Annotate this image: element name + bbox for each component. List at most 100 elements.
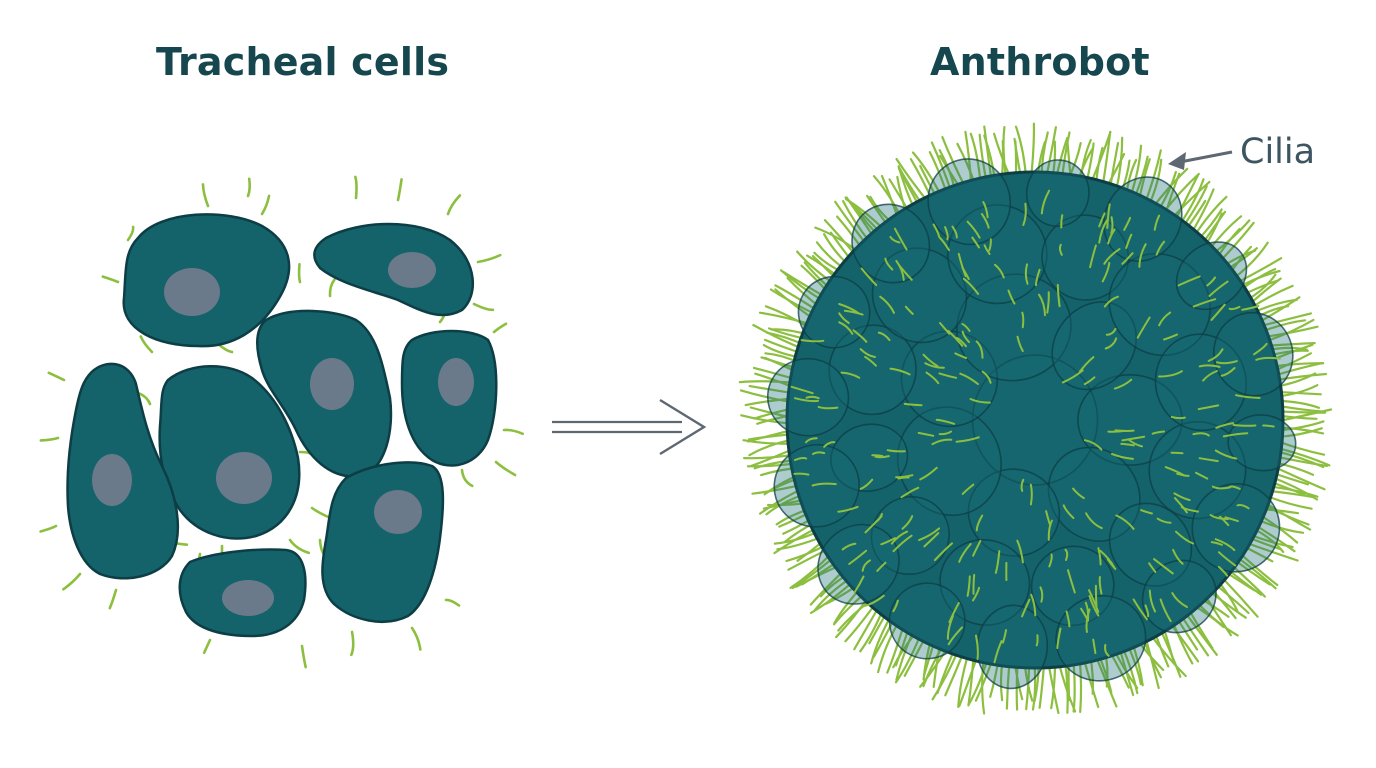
cilium: [838, 312, 850, 324]
cilium: [1056, 627, 1062, 650]
cilium: [1208, 280, 1229, 297]
cilium: [1232, 424, 1257, 427]
anthrobot-cell: [797, 275, 871, 349]
cilium: [476, 253, 502, 264]
cilium: [1097, 547, 1102, 566]
cilium: [39, 436, 60, 442]
cilium: [874, 455, 890, 459]
cilium: [938, 372, 958, 379]
anthrobot-cell: [871, 247, 968, 344]
cilium: [1079, 356, 1095, 373]
anthrobot-cell: [967, 468, 1061, 557]
cilium: [880, 537, 896, 546]
cilium: [823, 441, 836, 448]
cilium: [444, 598, 461, 607]
cilium: [1072, 487, 1085, 500]
cilium: [396, 178, 403, 202]
cilium: [955, 436, 980, 443]
anthrobot-cell: [1103, 176, 1183, 262]
cilium: [860, 267, 878, 287]
cilium: [1060, 214, 1064, 229]
anthrobot-cell: [1055, 594, 1147, 682]
cilium: [812, 451, 826, 456]
cilium: [1262, 424, 1275, 428]
cilium: [1207, 348, 1224, 362]
cilium: [790, 385, 814, 395]
cilium: [1170, 451, 1184, 455]
cilium: [1035, 268, 1041, 287]
cilium: [1192, 298, 1217, 308]
cilium: [892, 599, 899, 613]
cilium: [1098, 576, 1103, 595]
cell-nucleus: [164, 268, 220, 316]
cilium: [1192, 432, 1210, 437]
cilium: [1088, 589, 1100, 613]
cilium: [139, 335, 154, 354]
cilium: [1153, 214, 1161, 231]
cilium: [838, 321, 854, 335]
cilium: [862, 594, 885, 608]
cilium: [1048, 553, 1053, 568]
cilium: [1098, 219, 1108, 244]
cilium: [1104, 337, 1118, 350]
cilium: [1021, 598, 1031, 618]
cilium: [1136, 316, 1151, 339]
cilium: [864, 355, 877, 367]
cilium: [947, 329, 964, 347]
cilium: [1021, 311, 1025, 329]
anthrobot-cell: [1154, 333, 1247, 432]
cilium: [962, 277, 980, 295]
cilium: [938, 430, 952, 436]
cilium: [1197, 404, 1220, 411]
cilium: [1155, 240, 1166, 256]
cilium: [101, 275, 120, 284]
cilium: [944, 226, 949, 241]
cilium: [874, 513, 883, 523]
cilium: [1110, 216, 1114, 235]
cilium: [1101, 261, 1111, 283]
cilium: [890, 530, 909, 545]
cilium: [1088, 595, 1100, 617]
cilium: [1228, 305, 1241, 311]
cilium: [919, 466, 938, 481]
cilium: [981, 370, 992, 384]
cilium: [1106, 203, 1111, 229]
cilium: [1195, 471, 1209, 480]
anthrobot-cell: [1141, 559, 1217, 634]
cilium: [840, 371, 861, 379]
cell-nucleus: [438, 358, 474, 406]
cilium: [62, 572, 82, 591]
cilium: [1002, 126, 1008, 181]
cilium: [1156, 517, 1172, 524]
cilium: [1039, 586, 1044, 603]
cilium: [1022, 202, 1027, 226]
cilium: [472, 302, 495, 312]
cilium: [354, 175, 358, 200]
cilium: [938, 236, 950, 252]
cilium: [852, 329, 868, 343]
cilium: [201, 183, 210, 208]
inner-cilia: [790, 189, 1281, 664]
cilium: [886, 449, 906, 453]
cilium: [957, 252, 967, 278]
cilium: [1106, 558, 1117, 570]
anthrobot-cell: [1108, 252, 1211, 357]
cilium: [410, 626, 422, 651]
arrow-left-icon: [1168, 150, 1233, 170]
cilium: [1058, 243, 1063, 256]
cilium: [1035, 634, 1039, 647]
cilium: [954, 352, 968, 359]
anthrobot-cell: [888, 582, 966, 660]
cilium: [805, 395, 820, 400]
cilium: [1065, 610, 1071, 628]
cilium: [1067, 569, 1076, 594]
cilium: [800, 339, 825, 343]
cell-nucleus: [92, 454, 132, 506]
cilium: [947, 626, 963, 646]
cilium: [1056, 283, 1061, 308]
cilium: [935, 418, 956, 425]
cilium: [1215, 360, 1238, 365]
anthrobot-title: Anthrobot: [930, 40, 1150, 84]
cilium: [1103, 248, 1121, 265]
